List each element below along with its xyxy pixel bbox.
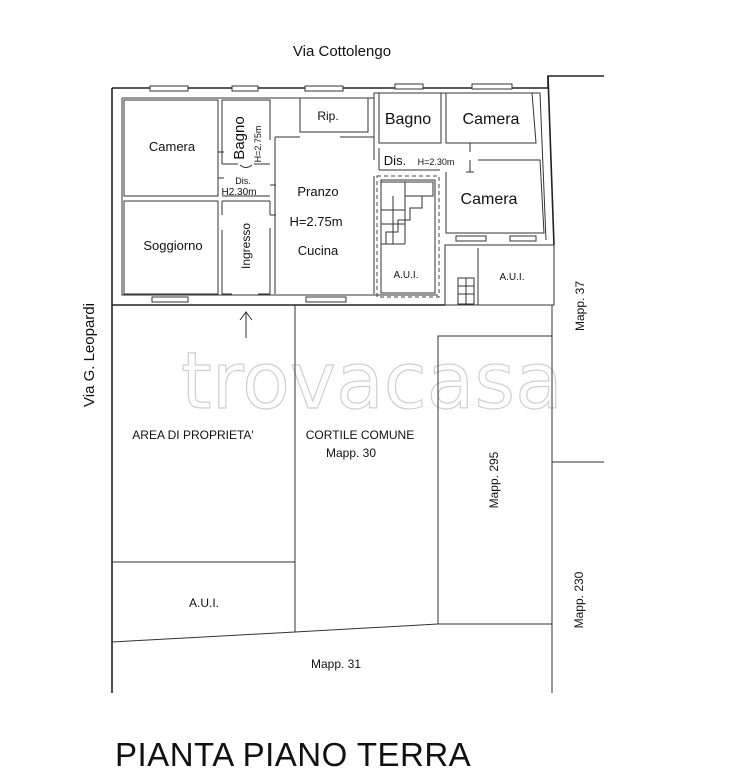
plan-title: PIANTA PIANO TERRA — [115, 736, 472, 773]
street-label-left: Via G. Leopardi — [81, 303, 98, 407]
room-label-rip: Rip. — [317, 109, 338, 123]
room-label-bagno-2: Bagno — [385, 111, 431, 128]
room-label-ingresso: Ingresso — [239, 223, 253, 269]
height-label-pranzo: H=2.75m — [289, 214, 342, 229]
windows — [149, 83, 537, 303]
watermark-logo: trovacasa — [181, 337, 563, 427]
room-label-camera-2: Camera — [463, 111, 520, 128]
room-bagno-2 — [378, 92, 442, 144]
room-soggiorno — [123, 200, 219, 295]
aui-label-stairs: A.U.I. — [393, 270, 418, 281]
room-label-bagno-1: Bagno — [231, 116, 248, 159]
street-label-top: Via Cottolengo — [293, 43, 391, 60]
mapp-37-label: Mapp. 37 — [573, 281, 587, 331]
mapp-230-label: Mapp. 230 — [572, 571, 586, 628]
aui-label-right: A.U.I. — [499, 272, 524, 283]
area-proprieta-label: AREA DI PROPRIETA' — [132, 428, 253, 442]
mapp-31-label: Mapp. 31 — [311, 657, 361, 671]
aui-label-bottom: A.U.I. — [189, 596, 219, 610]
room-label-soggiorno: Soggiorno — [143, 238, 202, 253]
room-label-dis-right: Dis. — [384, 153, 406, 168]
room-label-dis-left: Dis. — [235, 176, 251, 186]
mapp-30-label: Mapp. 30 — [326, 446, 376, 460]
entrance-arrow-icon — [239, 311, 253, 338]
height-label-dis-left: H2.30m — [221, 187, 256, 198]
mapp-295-label: Mapp. 295 — [487, 451, 501, 508]
height-label-dis-right: H=2.30m — [418, 157, 455, 167]
doors — [218, 151, 276, 216]
building-walls — [111, 75, 604, 306]
room-label-camera-3: Camera — [461, 191, 518, 208]
room-camera-1 — [123, 99, 219, 197]
cortile-comune-label: CORTILE COMUNE — [306, 428, 414, 442]
height-label-bagno-1: H=2.75m — [253, 126, 263, 163]
site-boundaries — [111, 304, 604, 693]
room-label-camera-1: Camera — [149, 139, 196, 154]
room-label-pranzo: Pranzo — [297, 184, 338, 199]
room-label-cucina: Cucina — [298, 243, 339, 258]
